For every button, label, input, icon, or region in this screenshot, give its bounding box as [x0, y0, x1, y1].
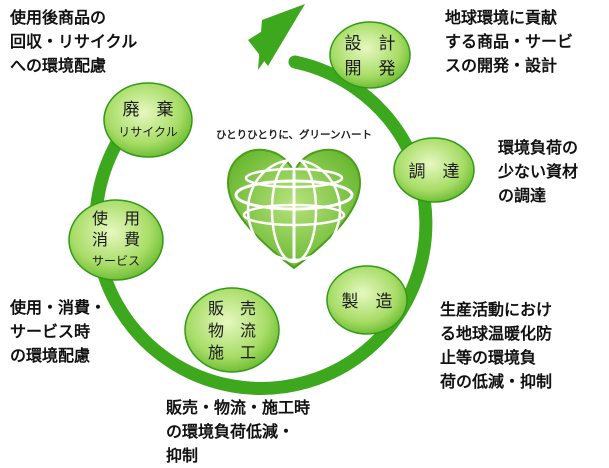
stage-node-produce: 製 造 — [326, 265, 408, 335]
stage-label-disposal-2: リサイクル — [118, 125, 177, 139]
stage-node-design: 設 計 開 発 — [329, 21, 411, 89]
cycle-arrow-base-icon — [248, 4, 305, 66]
note-design: 地球環境に貢献 する商品・サービ スの開発・設計 — [445, 8, 574, 75]
stage-label-produce: 製 造 — [342, 292, 393, 312]
stage-node-sales: 販 売 物 流 施 工 — [184, 287, 280, 373]
stage-node-procure: 調 達 — [393, 137, 475, 203]
note-sales: 販売・物流・施工時 の環境負荷低減・ 抑制 — [166, 398, 311, 465]
stage-label-use-3: サービス — [92, 254, 140, 268]
stage-label-disposal-1: 廃 棄 — [123, 100, 174, 120]
note-procure: 環境負荷の 少ない資材 の調達 — [498, 138, 579, 205]
stage-label-use-2: 消 費 — [92, 230, 140, 249]
stage-label-sales-3: 施 工 — [208, 343, 256, 362]
stage-node-use: 使 用 消 費 サービス — [68, 199, 164, 281]
stage-node-disposal: 廃 棄 リサイクル — [103, 82, 193, 158]
logo-tagline: ひとりひとりに、グリーンハート — [216, 128, 372, 141]
stage-label-use-1: 使 用 — [92, 209, 140, 228]
stage-label-procure: 調 達 — [409, 162, 460, 182]
stage-label-design-1: 設 計 — [345, 34, 396, 54]
stage-label-design-2: 開 発 — [345, 59, 396, 79]
note-produce: 生産活動におけ る地球温暖化防 止等の環境負 荷の低減・抑制 — [440, 300, 553, 391]
note-disposal: 使用後商品の 回収・リサイクル への環境配慮 — [10, 8, 138, 75]
stage-label-sales-2: 物 流 — [208, 321, 256, 340]
stage-label-sales-1: 販 売 — [208, 299, 256, 318]
green-heart-logo: ひとりひとりに、グリーンハート — [216, 128, 372, 270]
note-use: 使用・消費・ サービス時 の環境配慮 — [10, 298, 107, 365]
